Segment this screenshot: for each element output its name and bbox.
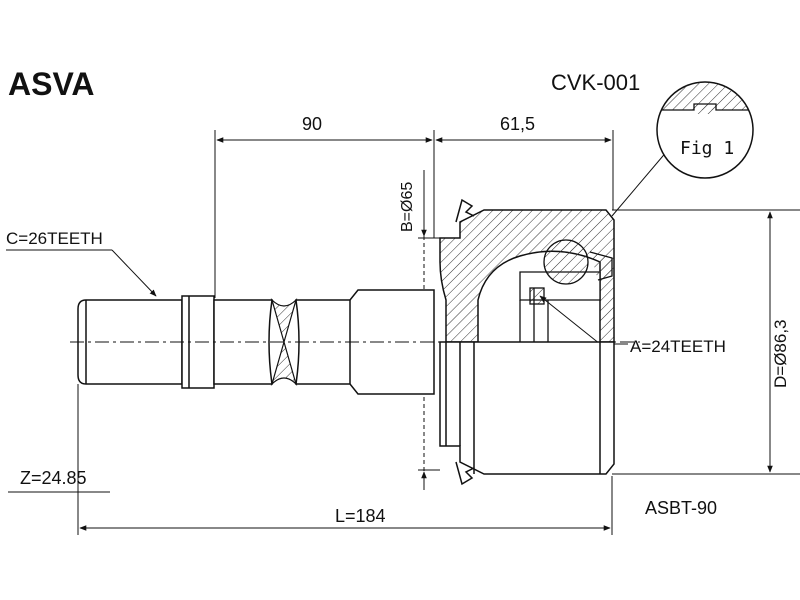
fig1-leader: [611, 149, 669, 217]
brand-name: ASVA: [8, 66, 95, 102]
a-teeth-label: A=24TEETH: [630, 337, 726, 356]
z-value-label: Z=24.85: [20, 468, 87, 488]
dim-61-5-label: 61,5: [500, 114, 535, 134]
length-label: L=184: [335, 506, 386, 526]
outer-housing-exterior: [439, 341, 615, 486]
dim-90-label: 90: [302, 114, 322, 134]
fig1-detail: Fig 1: [656, 81, 754, 179]
dimension-90: [214, 130, 435, 298]
dimension-b: [418, 170, 440, 490]
d-diameter-label: D=Ø86,3: [771, 319, 790, 388]
boot-code-label: ASBT-90: [645, 498, 717, 518]
dimension-61-5: [435, 130, 614, 210]
c-teeth-label: C=26TEETH: [6, 229, 103, 248]
dimension-d: [612, 209, 800, 475]
a-teeth-leader: [539, 295, 628, 345]
c-teeth-leader: [6, 249, 157, 297]
ball-bearing: [543, 239, 589, 285]
inner-race: [519, 239, 613, 342]
shaft-break-symbol: [270, 297, 298, 387]
part-number: CVK-001: [551, 70, 640, 95]
fig1-label: Fig 1: [680, 138, 734, 159]
outer-housing-section: [439, 198, 615, 343]
b-diameter-label: B=Ø65: [399, 182, 416, 232]
dimension-length: [77, 384, 613, 535]
